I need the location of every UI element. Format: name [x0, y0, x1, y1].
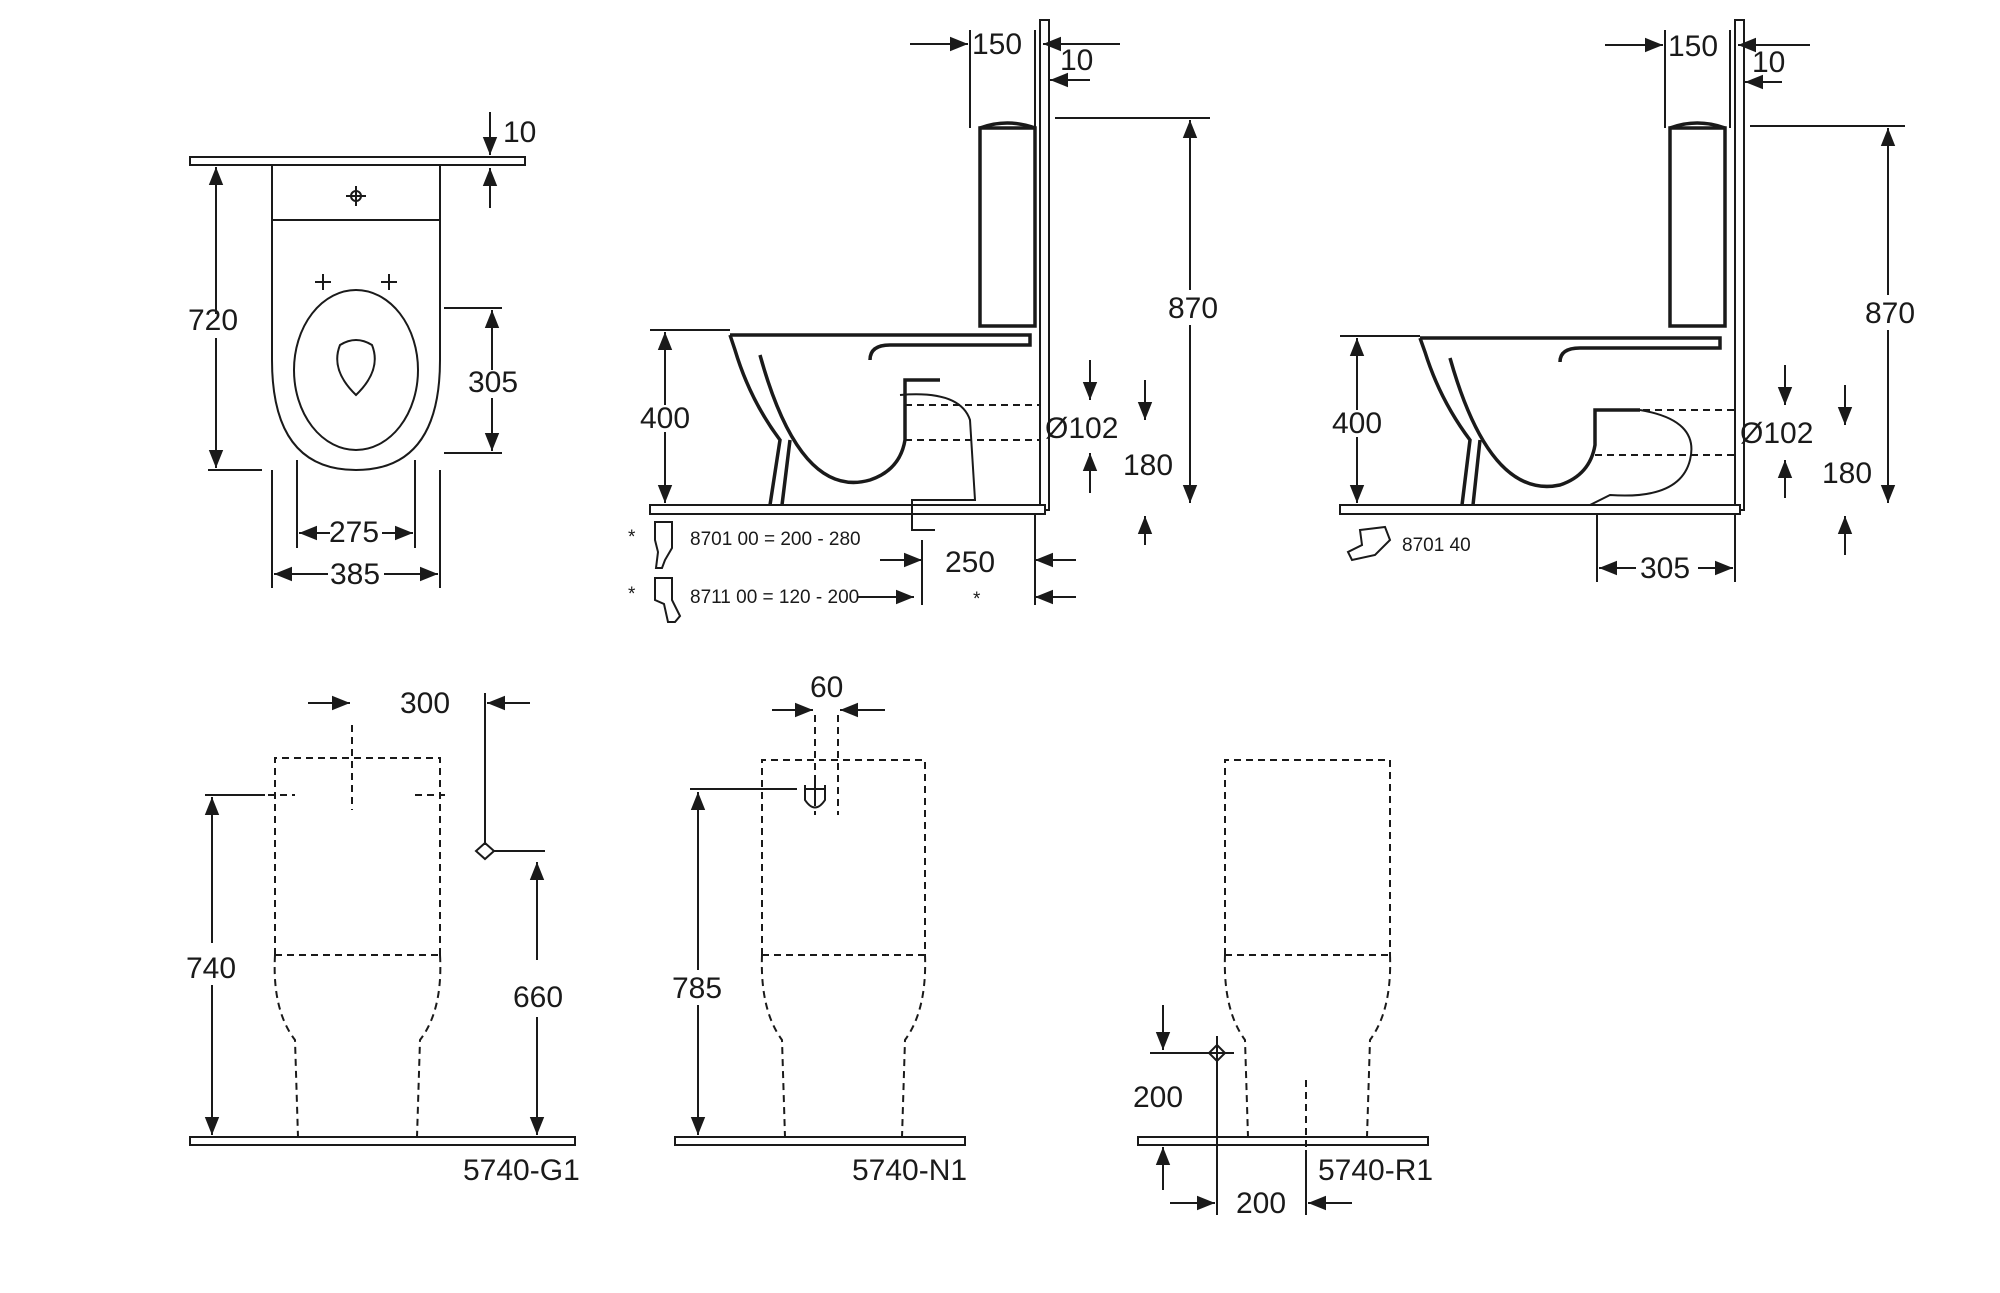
connector-8701-00: * 8701 00 = 200 - 280 — [628, 521, 861, 569]
trapway — [758, 354, 940, 485]
connector-8701-40: 8701 40 — [1346, 525, 1471, 562]
pipe-straight-icon — [654, 577, 682, 623]
pan-rim — [1420, 336, 1722, 363]
top-view: 10 720 305 275 385 — [188, 112, 536, 591]
pan-connector-icon — [1346, 525, 1392, 562]
pan-rim — [730, 333, 1032, 361]
dim-10: 10 — [1752, 46, 1785, 79]
dim-150: 150 — [972, 28, 1022, 61]
footnote-asterisk: * — [973, 589, 981, 610]
dim-150: 150 — [1668, 30, 1718, 63]
floor — [674, 1136, 966, 1146]
side-view-2: 150 10 870 400 Ø102 180 305 8701 40 — [1332, 19, 1915, 585]
model-code: 5740-R1 — [1318, 1154, 1433, 1187]
side-view-1: 150 10 870 400 Ø102 180 250 * * 8701 00 … — [628, 19, 1218, 623]
dim-250: 250 — [945, 546, 995, 579]
pan-outline — [1223, 954, 1392, 1138]
cistern — [1668, 126, 1727, 328]
dim-200-height: 200 — [1133, 1081, 1183, 1114]
dim-400: 400 — [640, 402, 690, 435]
dim-870: 870 — [1168, 292, 1218, 325]
model-code: 5740-N1 — [852, 1154, 967, 1187]
pan-front — [1418, 337, 1482, 506]
horizontal-outlet — [1589, 409, 1693, 506]
dim-785: 785 — [672, 972, 722, 1005]
dim-385: 385 — [330, 558, 380, 591]
pan-front — [728, 334, 792, 506]
seat-fixing-icon — [315, 274, 397, 290]
front-view-r1: 200 200 5740-R1 — [1133, 759, 1433, 1220]
note-8701-40: 8701 40 — [1402, 535, 1471, 556]
front-view-n1: 60 785 5740-N1 — [672, 671, 967, 1187]
seat-outline — [293, 289, 419, 451]
dim-200-offset: 200 — [1236, 1187, 1286, 1220]
dim-305: 305 — [468, 366, 518, 399]
dim-740: 740 — [186, 952, 236, 985]
cistern-outline — [1224, 759, 1391, 955]
dim-10: 10 — [503, 116, 536, 149]
front-view-g1: 300 740 660 5740-G1 — [186, 687, 580, 1187]
dim-diameter-102: Ø102 — [1045, 412, 1118, 445]
dim-180: 180 — [1822, 457, 1872, 490]
dim-10: 10 — [1060, 44, 1093, 77]
bowl-opening — [336, 339, 376, 397]
bowl-outline — [271, 220, 441, 472]
note-8711-00: 8711 00 = 120 - 200 — [690, 587, 859, 608]
water-inlet-icon — [804, 778, 826, 809]
dim-305: 305 — [1640, 552, 1690, 585]
cistern — [978, 126, 1037, 328]
pan-outline — [273, 954, 442, 1138]
dim-400: 400 — [1332, 407, 1382, 440]
trapway — [1448, 357, 1640, 489]
svg-text:*: * — [628, 584, 636, 605]
model-code: 5740-G1 — [463, 1154, 580, 1187]
tank-fixing-icon — [346, 186, 366, 206]
svg-text:*: * — [628, 527, 636, 548]
dim-660: 660 — [513, 981, 563, 1014]
floor — [189, 1136, 576, 1146]
floor — [1137, 1136, 1429, 1146]
note-8701-00: 8701 00 = 200 - 280 — [690, 529, 861, 550]
dim-60: 60 — [810, 671, 843, 704]
cistern-outline — [761, 759, 926, 955]
dim-720: 720 — [188, 304, 238, 337]
pipe-bend-icon — [654, 521, 673, 569]
dim-300: 300 — [400, 687, 450, 720]
water-inlet-icon — [474, 841, 545, 861]
dim-180: 180 — [1123, 449, 1173, 482]
dim-diameter-102: Ø102 — [1740, 417, 1813, 450]
floor — [649, 504, 1046, 515]
floor — [1339, 504, 1741, 515]
dim-870: 870 — [1865, 297, 1915, 330]
dim-275: 275 — [329, 516, 379, 549]
connector-8711-00: * 8711 00 = 120 - 200 — [628, 577, 859, 623]
pan-outline — [760, 954, 927, 1138]
wall-strip — [189, 156, 526, 166]
cistern-outline — [274, 757, 441, 955]
